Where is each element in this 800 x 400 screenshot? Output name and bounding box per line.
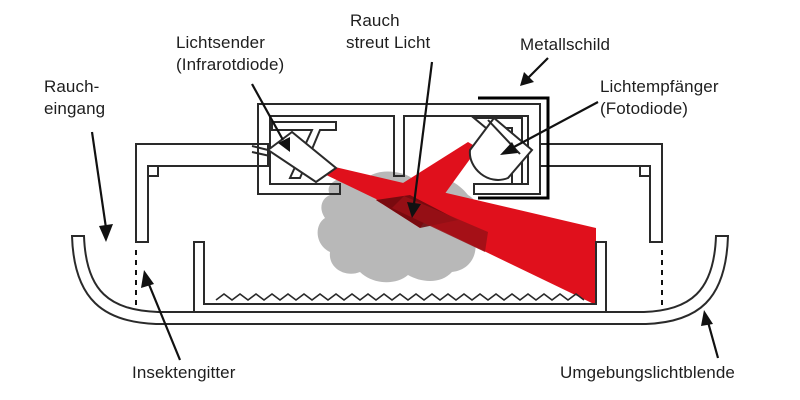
pointer-arrows bbox=[90, 57, 720, 361]
arrow-receiver bbox=[511, 101, 599, 149]
label-insect-screen: Insektengitter bbox=[132, 362, 235, 384]
arrow-smoke-inlet bbox=[90, 131, 108, 229]
label-smoke-scatters-line2: streut Licht bbox=[346, 33, 431, 52]
label-metal-shield-line1: Metallschild bbox=[520, 35, 611, 54]
label-insect-screen-line1: Insektengitter bbox=[132, 363, 236, 382]
label-light-emitter-line1: Lichtsender bbox=[176, 33, 265, 52]
arrow-ambient-baffle bbox=[706, 321, 720, 359]
label-light-emitter: Lichtsender (Infrarotdiode) bbox=[176, 32, 284, 76]
label-smoke-inlet-line1: Rauch- bbox=[44, 77, 100, 96]
label-light-receiver-line1: Lichtempfänger bbox=[600, 77, 719, 96]
label-light-receiver-line2: (Fotodiode) bbox=[600, 99, 689, 118]
emitter-housing bbox=[251, 121, 338, 184]
arrow-emitter bbox=[251, 83, 284, 141]
label-smoke-scatters-line1: Rauch bbox=[350, 11, 400, 30]
bottom-plate bbox=[193, 241, 607, 313]
arrow-insect-screen bbox=[146, 281, 182, 361]
label-ambient-baffle-line1: Umgebungslichtblende bbox=[560, 363, 735, 382]
label-ambient-baffle: Umgebungslichtblende bbox=[560, 362, 735, 384]
label-smoke-scatters: Rauch streut Licht bbox=[346, 10, 430, 54]
label-metal-shield: Metallschild bbox=[520, 34, 610, 56]
metal-shield bbox=[478, 96, 550, 200]
label-smoke-inlet-line2: eingang bbox=[44, 99, 106, 118]
zigzag-labyrinth bbox=[215, 293, 585, 301]
left-inner-rib bbox=[148, 165, 159, 177]
label-light-receiver: Lichtempfänger (Fotodiode) bbox=[600, 76, 719, 120]
label-light-emitter-line2: (Infrarotdiode) bbox=[176, 55, 285, 74]
receiver-housing bbox=[468, 116, 534, 185]
arrow-smoke-scatter bbox=[412, 61, 434, 205]
label-smoke-inlet: Rauch- eingang bbox=[44, 76, 105, 120]
housing-outer-shell bbox=[70, 235, 730, 325]
right-inner-rib bbox=[639, 165, 650, 177]
left-upper-frame bbox=[135, 143, 269, 243]
arrow-metal-shield bbox=[527, 57, 549, 79]
optical-chamber bbox=[257, 103, 541, 195]
